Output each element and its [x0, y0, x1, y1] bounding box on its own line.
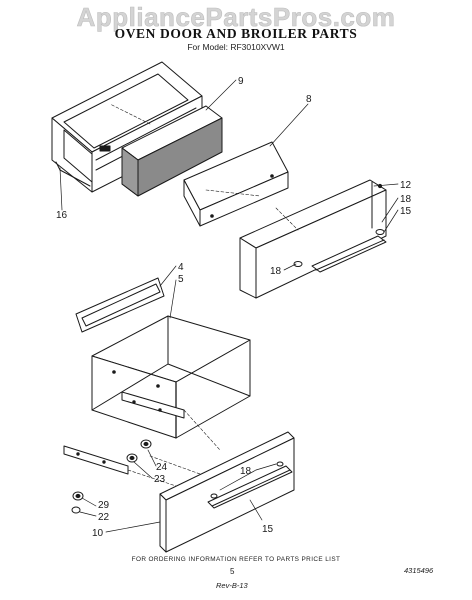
- page-number: 5: [230, 567, 235, 576]
- model-subtitle: For Model: RF3010XVW1: [187, 42, 285, 52]
- callout-18-upper: 18: [400, 194, 412, 205]
- callout-5: 5: [178, 274, 184, 285]
- callout-leaders: [59, 79, 399, 533]
- door-insulation: [121, 105, 223, 197]
- callout-18-lower: 18: [240, 466, 252, 477]
- page-title: OVEN DOOR AND BROILER PARTS: [114, 26, 358, 41]
- broiler-inner-panel: [183, 141, 289, 227]
- watermark: AppliancePartsPros.com: [76, 2, 396, 33]
- drawer-handle: [207, 461, 293, 509]
- broiler-drawer-box: [91, 315, 251, 439]
- drawer-slide-rails: [63, 391, 185, 475]
- callout-12: 12: [400, 180, 412, 191]
- callout-10: 10: [92, 528, 104, 539]
- callout-9: 9: [238, 76, 244, 87]
- drawer-rollers: [71, 439, 152, 514]
- revision-mark: Rev-B-13: [216, 581, 248, 590]
- callout-24: 24: [156, 462, 168, 473]
- callout-29: 29: [98, 500, 110, 511]
- callout-numbers: 9 8 16 12 18 15 18 4 5 24 23 18 29 22 10…: [56, 76, 412, 539]
- callout-16: 16: [56, 210, 68, 221]
- broiler-door-handle: [293, 229, 387, 273]
- callout-15-lower: 15: [262, 524, 274, 535]
- broiler-drawer-front: [159, 431, 295, 553]
- ordering-note: FOR ORDERING INFORMATION REFER TO PARTS …: [131, 556, 341, 563]
- callout-23: 23: [154, 474, 166, 485]
- callout-22: 22: [98, 512, 110, 523]
- document-part-number: 4315496: [404, 566, 434, 575]
- callout-15-upper: 15: [400, 206, 412, 217]
- window-glass: [75, 277, 165, 333]
- callout-4: 4: [178, 262, 184, 273]
- callout-18-middle: 18: [270, 266, 282, 277]
- broiler-door-panel: [239, 179, 387, 299]
- assembly-dashed-lines: [109, 103, 299, 487]
- callout-8: 8: [306, 94, 312, 105]
